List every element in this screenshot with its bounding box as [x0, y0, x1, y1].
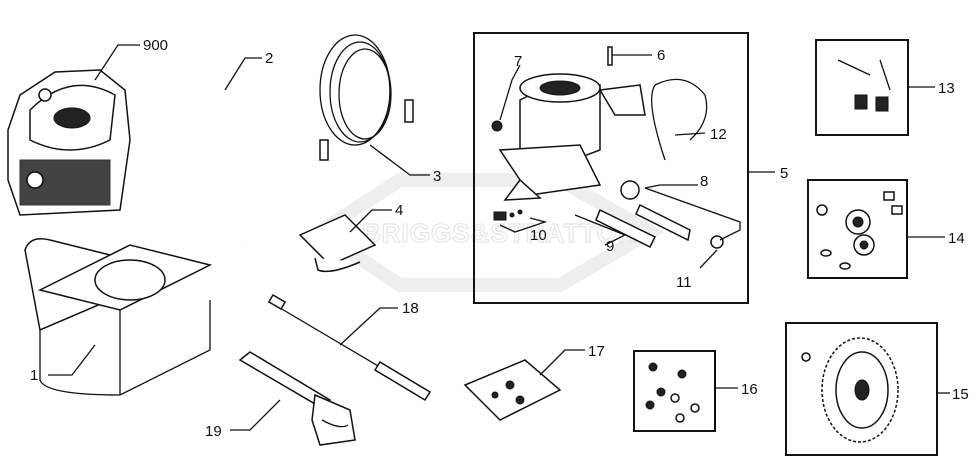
wheel-box-15 [785, 322, 938, 456]
bracket-part[interactable] [298, 214, 377, 273]
callout-5: 5 [780, 165, 788, 182]
callout-10: 10 [530, 227, 547, 244]
bolt-kit-16[interactable] [645, 362, 700, 423]
callout-8: 8 [700, 173, 708, 190]
tube-part[interactable] [651, 78, 708, 161]
spray-wand-part[interactable] [267, 294, 432, 402]
callout-17: 17 [588, 343, 605, 360]
parts-bag-17[interactable] [463, 359, 562, 421]
callout-2: 2 [265, 50, 273, 67]
hardware-box-14 [807, 179, 908, 279]
callout-4: 4 [395, 202, 403, 219]
callout-9: 9 [606, 238, 614, 255]
hardware-box-16 [633, 350, 716, 432]
bolt-kit-13[interactable] [837, 59, 891, 112]
callout-15: 15 [952, 386, 969, 403]
callout-6: 6 [657, 47, 665, 64]
svg-text:BRIGGS&STRATTON: BRIGGS&STRATTON [362, 218, 637, 248]
callout-11: 11 [676, 274, 692, 291]
hose-part[interactable] [319, 34, 414, 161]
manifold-parts[interactable] [493, 180, 724, 249]
callout-7: 7 [514, 53, 522, 70]
brand-watermark: BRIGGS&STRATTON [307, 173, 664, 292]
hardware-box-13 [815, 39, 909, 136]
wheel-hardware-14[interactable] [816, 191, 903, 270]
callout-12: 12 [710, 126, 727, 143]
callout-18: 18 [402, 300, 419, 317]
pump-part[interactable] [491, 73, 646, 201]
callout-19: 19 [205, 423, 222, 440]
callout-16: 16 [741, 381, 758, 398]
spray-gun-part[interactable] [238, 351, 356, 446]
handle-part[interactable] [158, 69, 247, 246]
callout-3: 3 [433, 168, 441, 185]
callout-1: 1 [30, 367, 38, 384]
callout-900: 900 [143, 37, 168, 54]
frame-part[interactable] [24, 238, 213, 396]
callout-13: 13 [938, 80, 955, 97]
callout-14: 14 [948, 230, 965, 247]
engine-part[interactable] [7, 69, 131, 216]
wheel-part[interactable] [801, 337, 899, 443]
pump-assembly-box [473, 32, 749, 304]
